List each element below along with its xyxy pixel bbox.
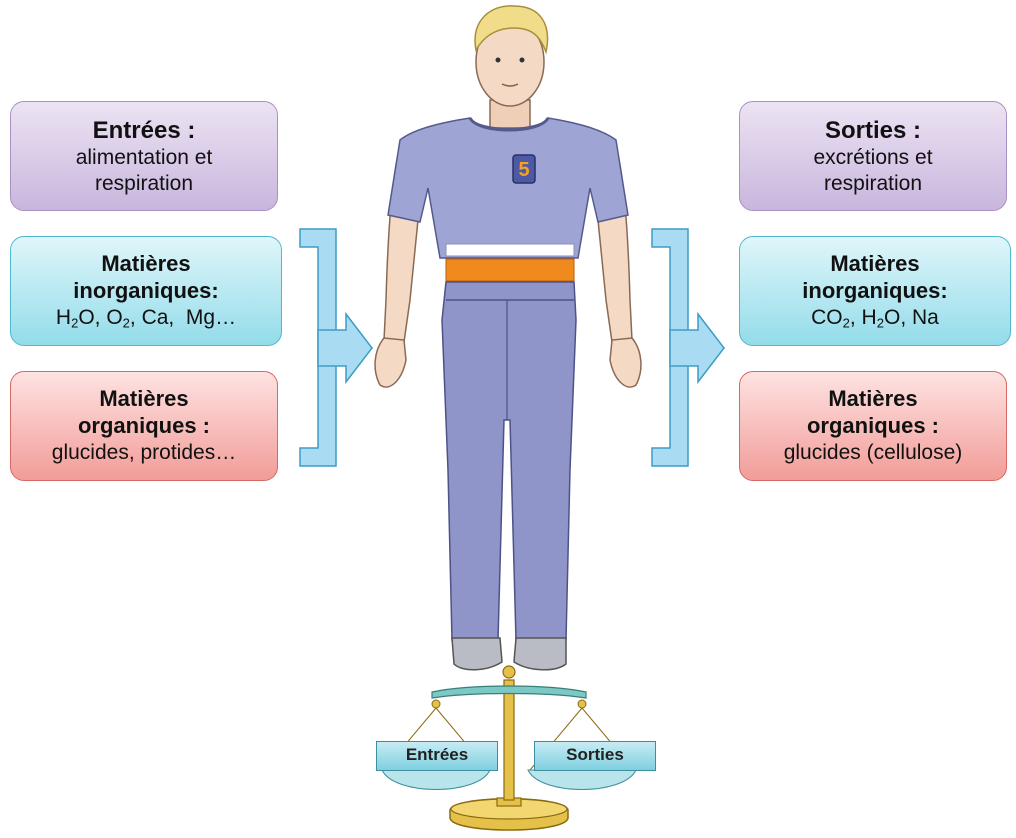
scale-left-pan-label: Entrées: [376, 741, 498, 771]
scale-right-pan-label: Sorties: [534, 741, 656, 771]
t-shirt: [388, 118, 628, 258]
left-shoe: [452, 638, 502, 670]
outputs-organic-title1: Matières: [828, 386, 917, 413]
person-figure: [375, 6, 641, 670]
outputs-organic-desc: glucides (cellulose): [784, 440, 963, 466]
outputs-line2: respiration: [824, 171, 922, 197]
outputs-inorganic-title1: Matières: [830, 251, 919, 278]
inputs-line2: respiration: [95, 171, 193, 197]
outputs-title: Sorties :: [825, 116, 921, 145]
inputs-organic-title2: organiques :: [78, 413, 210, 440]
inputs-inorganic-formula: H2O, O2, Ca, Mg…: [56, 305, 236, 331]
inputs-organic-box: Matières organiques : glucides, protides…: [10, 371, 278, 481]
jeans: [442, 282, 576, 640]
outputs-inorganic-box: Matières inorganiques: CO2, H2O, Na: [739, 236, 1011, 346]
outputs-organic-box: Matières organiques : glucides (cellulos…: [739, 371, 1007, 481]
orange-stripe: [446, 259, 574, 281]
outputs-inorganic-formula: CO2, H2O, Na: [811, 305, 939, 331]
outputs-inorganic-title2: inorganiques:: [802, 278, 947, 305]
shirt-number: 5: [518, 159, 529, 181]
inputs-inorganic-title2: inorganiques:: [73, 278, 218, 305]
inputs-inorganic-box: Matières inorganiques: H2O, O2, Ca, Mg…: [10, 236, 282, 346]
outputs-line1: excrétions et: [813, 145, 932, 171]
outputs-organic-title2: organiques :: [807, 413, 939, 440]
left-pan-bowl: [382, 770, 490, 790]
inputs-title: Entrées :: [93, 116, 196, 145]
inputs-box: Entrées : alimentation et respiration: [10, 101, 278, 211]
right-shoe: [514, 638, 566, 670]
inputs-organic-desc: glucides, protides…: [52, 440, 236, 466]
outputs-box: Sorties : excrétions et respiration: [739, 101, 1007, 211]
scale-pillar: [504, 680, 514, 800]
inputs-inorganic-title1: Matières: [101, 251, 190, 278]
right-pan-bowl: [528, 770, 636, 790]
inputs-line1: alimentation et: [76, 145, 213, 171]
inputs-organic-title1: Matières: [99, 386, 188, 413]
